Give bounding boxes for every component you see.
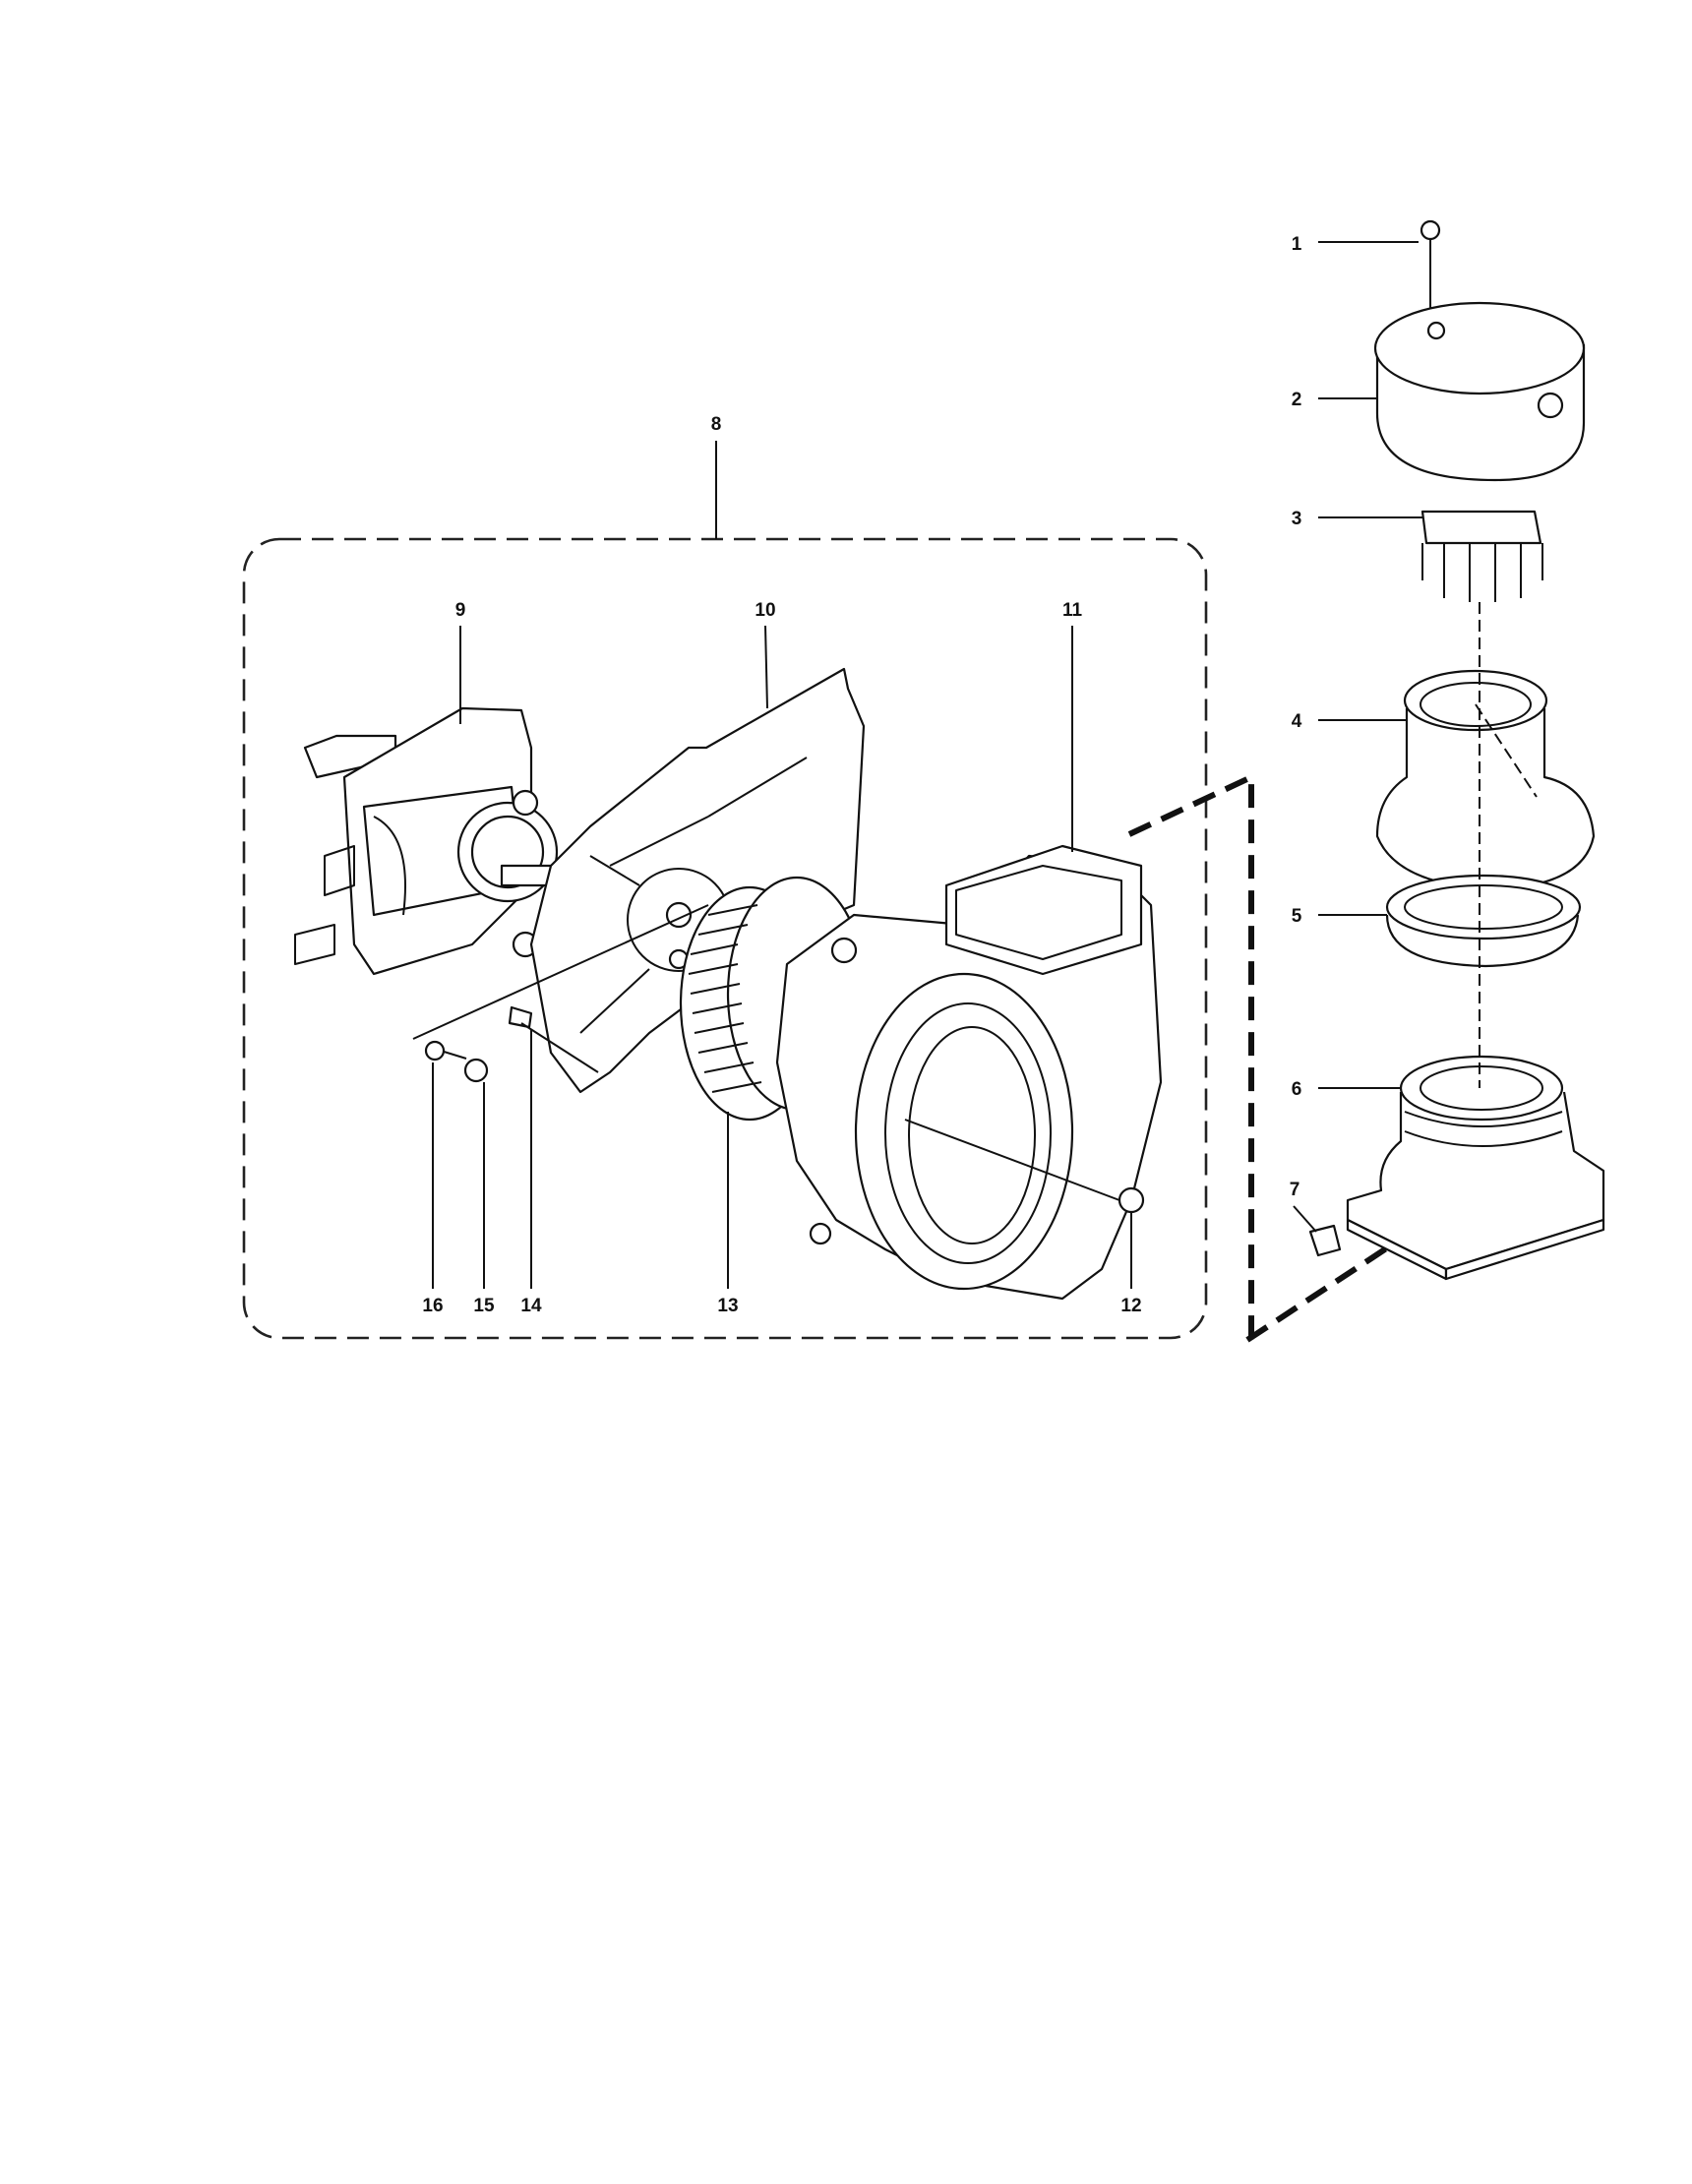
callout-4: 4 [1292, 711, 1302, 732]
callout-13: 13 [717, 1296, 738, 1316]
burner-stack-parts [1308, 219, 1605, 1281]
callout-12: 12 [1120, 1296, 1141, 1316]
callout-8: 8 [711, 414, 722, 435]
callout-16: 16 [422, 1296, 443, 1316]
blower-assembly-group [242, 441, 1208, 1340]
screw-part [1420, 219, 1441, 241]
nozzle-part [1308, 1224, 1342, 1257]
callout-labels: 1 2 3 4 5 6 7 8 9 10 11 12 13 14 15 16 [422, 234, 1301, 1316]
callout-10: 10 [755, 600, 775, 621]
spider-part [1420, 510, 1542, 545]
callout-15: 15 [473, 1296, 495, 1316]
blower-housing-part [775, 844, 1163, 1301]
hardware-parts [412, 904, 1145, 1214]
callout-9: 9 [455, 600, 466, 621]
callout-6: 6 [1292, 1079, 1302, 1100]
mounting-plate-part [529, 667, 866, 1094]
connector-lower [1245, 1239, 1399, 1343]
collar-part [1375, 708, 1596, 891]
callout-7: 7 [1290, 1180, 1300, 1200]
motor-part [294, 706, 559, 976]
callout-14: 14 [520, 1296, 542, 1316]
connection-lines [1127, 772, 1399, 1343]
callout-1: 1 [1292, 234, 1302, 255]
leader-lines [432, 241, 1422, 1289]
callout-5: 5 [1292, 906, 1302, 927]
callout-2: 2 [1292, 390, 1302, 410]
callout-3: 3 [1292, 509, 1302, 529]
callout-11: 11 [1062, 600, 1083, 621]
assembly-dashed-border [242, 537, 1208, 1340]
